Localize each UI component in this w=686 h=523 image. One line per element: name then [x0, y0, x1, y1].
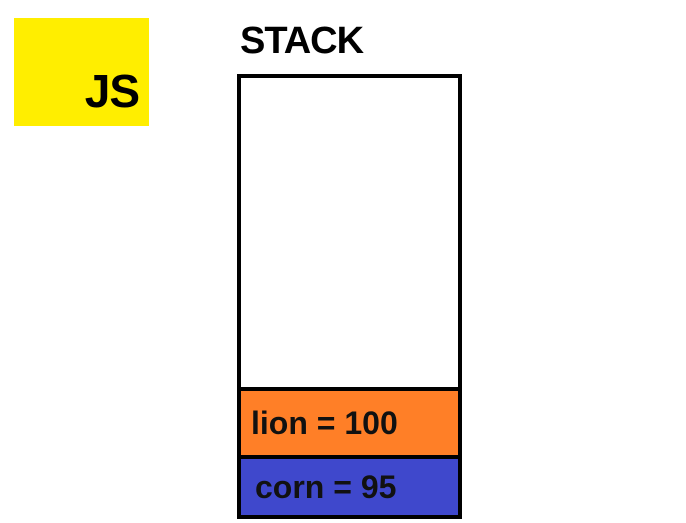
stack-frame-lion-label: lion = 100	[251, 405, 398, 441]
js-logo-text: JS	[84, 65, 140, 117]
stack-title: STACK	[240, 20, 364, 62]
js-logo: JS	[14, 18, 149, 126]
stack-frame-lion: lion = 100	[241, 387, 458, 455]
stack-container: lion = 100 corn = 95	[237, 74, 462, 519]
stack-frame-corn: corn = 95	[241, 455, 458, 515]
stack-frame-corn-label: corn = 95	[255, 469, 397, 505]
